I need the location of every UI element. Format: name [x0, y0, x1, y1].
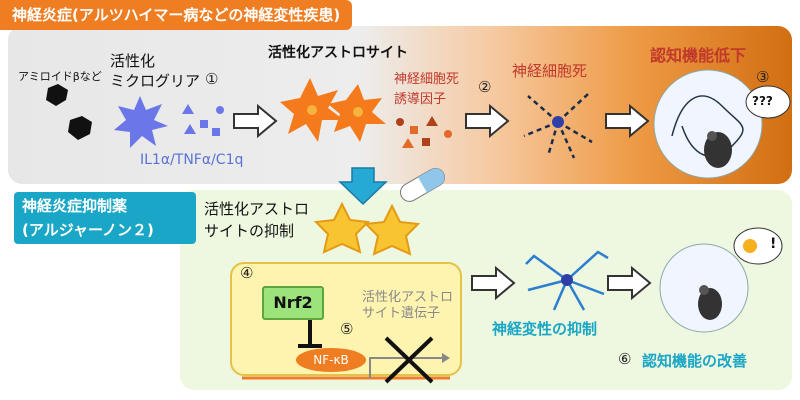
cognitive-decline-label: 認知機能低下	[650, 46, 747, 65]
amyloid-aggregates-icon	[46, 84, 92, 140]
death-factor-shapes-icon	[396, 116, 452, 148]
arrow-right-icon	[471, 266, 516, 300]
gene-label-1: 活性化アストロ	[362, 290, 454, 305]
dying-neuron-icon	[523, 93, 593, 159]
activated-astrocyte-icon	[280, 78, 386, 142]
gene-label-2: サイト遺伝子	[362, 306, 441, 321]
amyloid-label: アミロイドβなど	[18, 70, 102, 83]
inhibitor-title-line2: (アルジャーノン２)	[22, 221, 154, 239]
cytokines-label: IL1α/TNFα/C1q	[140, 152, 244, 168]
inhibitor-title: 神経炎症抑制薬 (アルジャーノン２)	[14, 192, 196, 244]
header-title: 神経炎症(アルツハイマー病などの神経変性疾患)	[0, 0, 353, 30]
arrow-right-icon	[465, 104, 510, 138]
happy-thought: !	[770, 236, 777, 252]
neuro-inhibit-label: 神経変性の抑制	[492, 320, 598, 338]
nfkb-oval: NF-κB	[296, 348, 366, 372]
step-4: ④	[240, 264, 254, 282]
step-3: ③	[756, 68, 770, 86]
microglia-icon	[114, 96, 168, 148]
step-1: ①	[205, 70, 219, 88]
gene-promoter-block-icon	[242, 336, 450, 384]
arrow-right-icon	[233, 104, 278, 138]
inhibition-bar-icon	[298, 320, 322, 348]
inhibit-astro-label-2: サイトの抑制	[204, 222, 295, 240]
cytokine-shapes-icon	[182, 104, 224, 136]
neuron-death-label: 神経細胞死	[512, 62, 588, 80]
microglia-label-1: 活性化	[110, 52, 156, 70]
death-factor-label-2: 誘導因子	[394, 92, 447, 107]
death-factor-label-1: 神経細胞死	[394, 72, 460, 87]
drug-capsule-icon	[400, 167, 445, 202]
healthy-neuron-icon	[525, 250, 609, 311]
confused-thought: ???	[752, 94, 773, 108]
cognitive-improve-label: 認知機能の改善	[642, 352, 748, 370]
step-5: ⑤	[340, 320, 354, 338]
maze-mouse-happy-icon	[659, 227, 783, 333]
arrow-right-icon	[605, 104, 650, 138]
step-2: ②	[478, 78, 492, 96]
arrow-down-icon	[338, 167, 388, 206]
step-6: ⑥	[618, 350, 632, 368]
nrf2-box: Nrf2	[262, 286, 324, 320]
microglia-label-2: ミクログリア	[110, 72, 201, 90]
inhibit-astro-label-1: 活性化アストロ	[204, 200, 310, 218]
astro-label: 活性化アストロサイト	[268, 45, 408, 61]
maze-mouse-confused-icon	[653, 69, 791, 179]
arrow-right-icon	[607, 266, 652, 300]
quiet-astrocyte-icon	[313, 201, 421, 256]
inhibitor-title-line1: 神経炎症抑制薬	[22, 197, 128, 215]
